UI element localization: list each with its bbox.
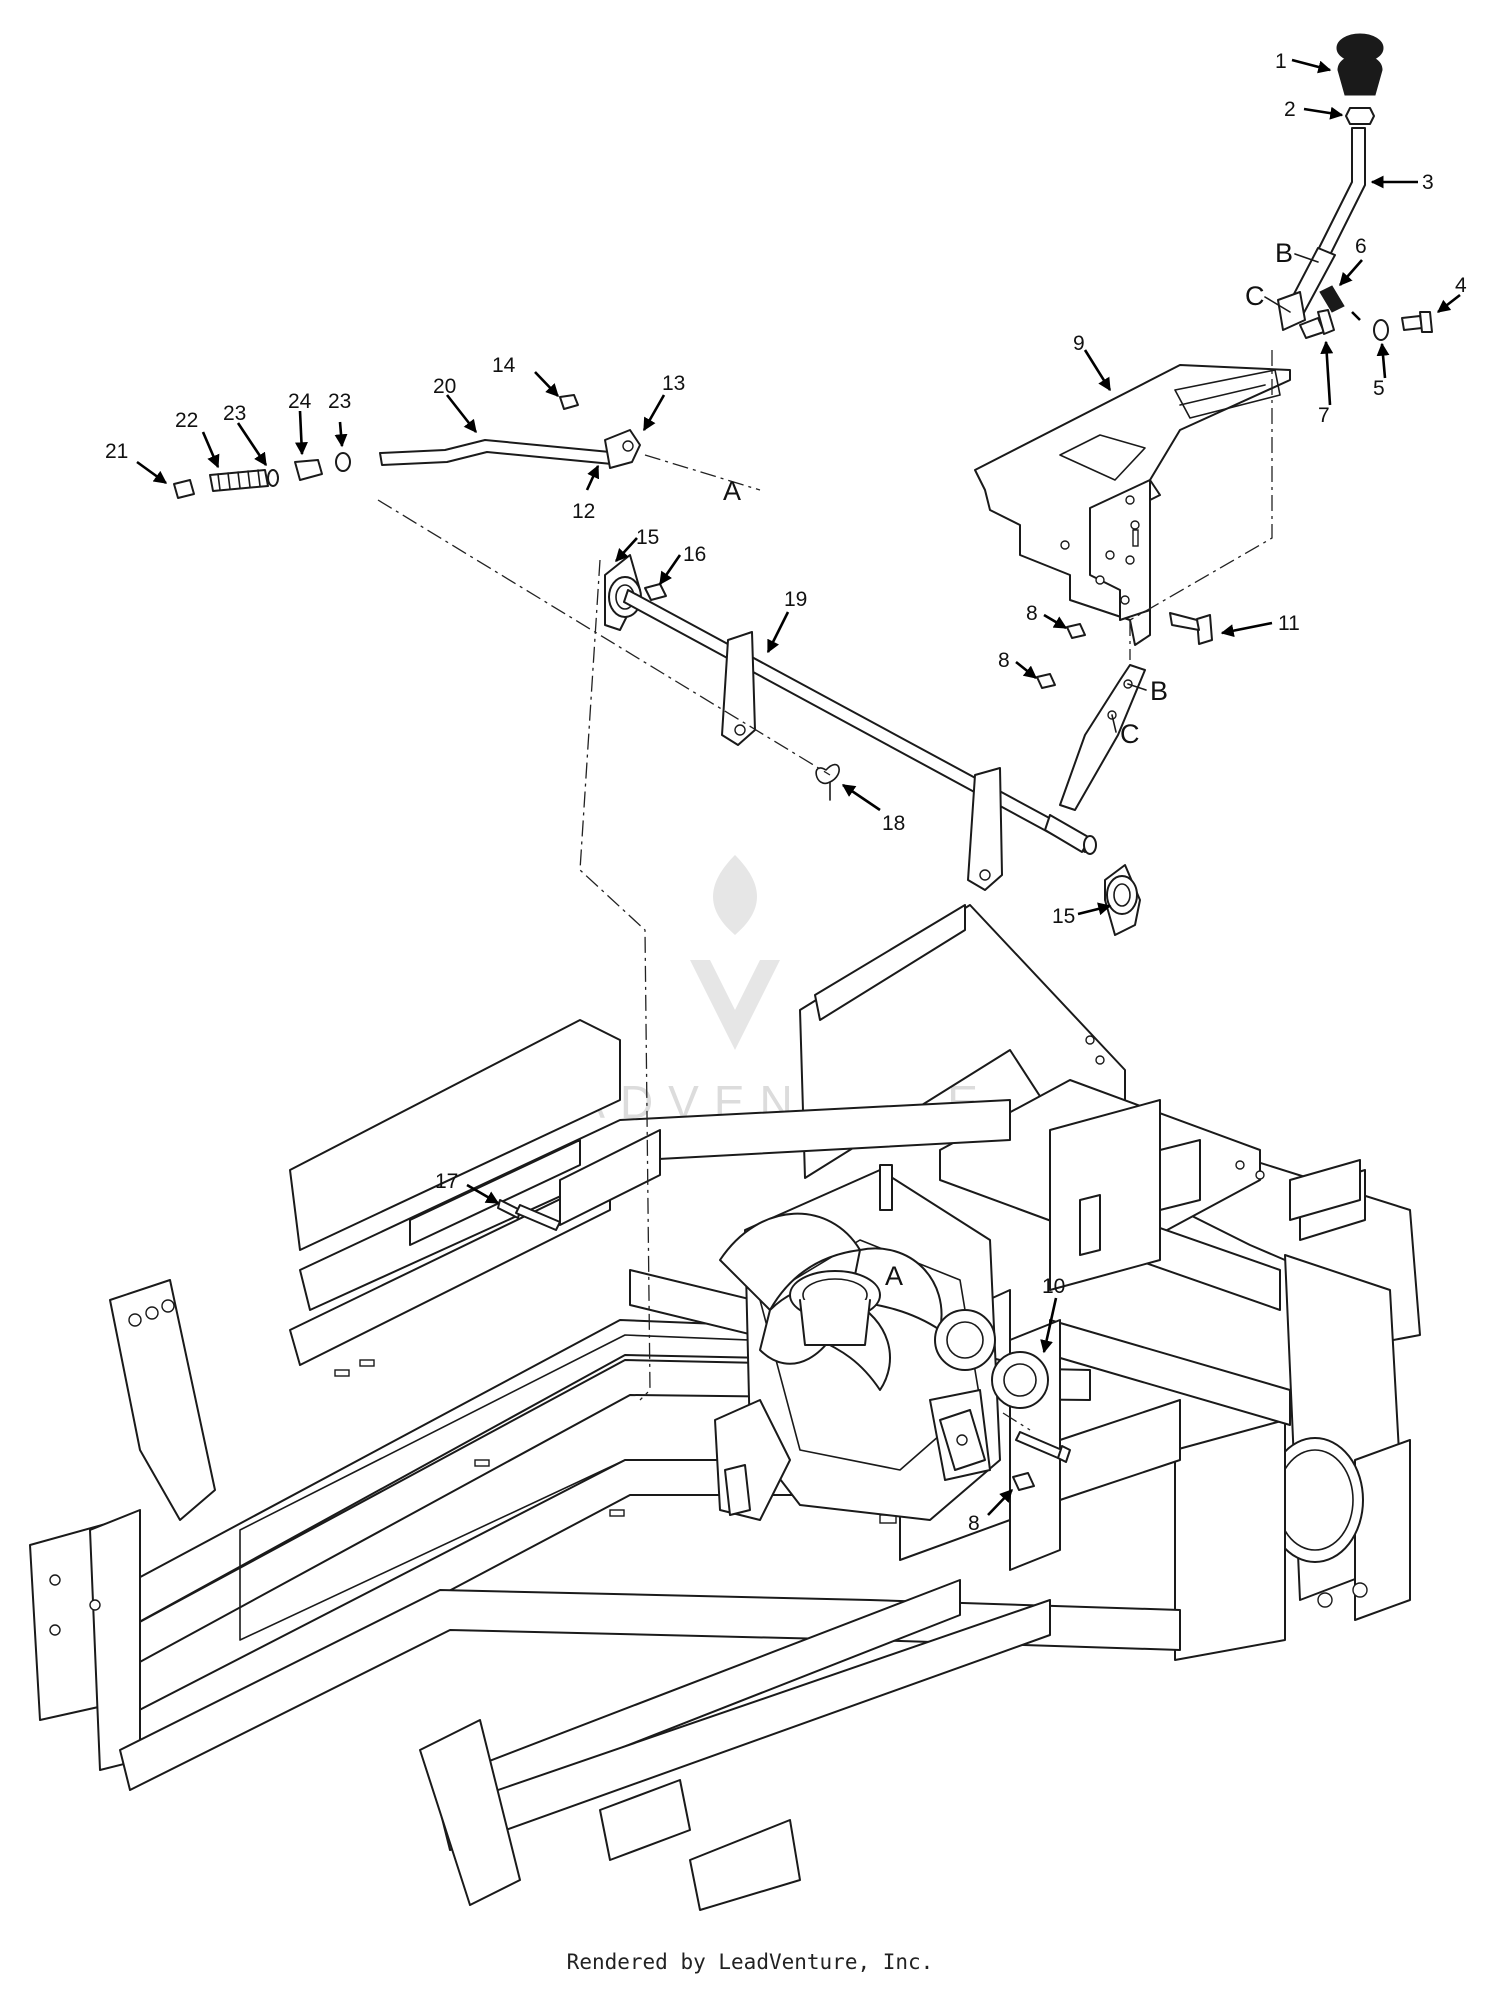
mower-frame: [29, 904, 1421, 1911]
callout-13: 13: [662, 372, 685, 395]
callout-9: 9: [1073, 332, 1085, 355]
callout-6: 6: [1355, 235, 1367, 258]
hydrostatic-transmission: [714, 1164, 1049, 1521]
callout-2: 2: [1284, 98, 1296, 121]
callout-21: 21: [105, 440, 128, 463]
callout-18: 18: [882, 812, 905, 835]
spring: [209, 469, 269, 492]
callout-15-lower: 15: [1052, 905, 1075, 928]
ref-letter-a-lower: A: [885, 1261, 903, 1291]
callout-3: 3: [1422, 171, 1434, 194]
control-rod: [173, 394, 641, 499]
control-panel-bracket: [974, 364, 1291, 646]
ref-letter-c-upper: C: [1245, 281, 1265, 311]
lever-assembly: [1277, 33, 1433, 341]
callout-11: 11: [1278, 612, 1300, 635]
ref-letter-b-lower: B: [1150, 676, 1168, 706]
control-shaft: [604, 554, 1146, 936]
ref-letter-b-upper: B: [1275, 238, 1293, 268]
footer-credit: Rendered by LeadVenture, Inc.: [566, 1950, 934, 1974]
callout-5: 5: [1373, 377, 1385, 400]
leader-arrows: [136, 58, 1461, 1516]
callout-labels: 1 2 3 4 5 6 7 9 11 8 8 10 8 17 14 13 12 …: [105, 50, 1467, 1535]
ref-letter-a-upper: A: [723, 476, 741, 506]
alignment-lines: [377, 350, 1273, 1431]
callout-16: 16: [683, 543, 706, 566]
callout-10: 10: [1042, 1275, 1065, 1298]
callout-8-middle: 8: [998, 649, 1010, 672]
callout-7: 7: [1318, 404, 1330, 427]
callout-12: 12: [572, 500, 595, 523]
callout-24: 24: [288, 390, 312, 413]
callout-14: 14: [492, 354, 516, 377]
callout-1: 1: [1275, 50, 1287, 73]
callout-17: 17: [435, 1170, 458, 1193]
callout-4: 4: [1455, 274, 1467, 297]
reference-letters: B C B C A A: [723, 238, 1319, 1291]
callout-22: 22: [175, 409, 198, 432]
ref-letter-c-lower: C: [1120, 719, 1140, 749]
callout-19: 19: [784, 588, 807, 611]
callout-23-right: 23: [328, 390, 351, 413]
hardware: [497, 612, 1213, 1491]
callout-8-upper: 8: [1026, 602, 1038, 625]
callout-23-left: 23: [223, 402, 246, 425]
callout-15-upper: 15: [636, 526, 659, 549]
callout-8-lower: 8: [968, 1512, 980, 1535]
callout-20: 20: [433, 375, 456, 398]
